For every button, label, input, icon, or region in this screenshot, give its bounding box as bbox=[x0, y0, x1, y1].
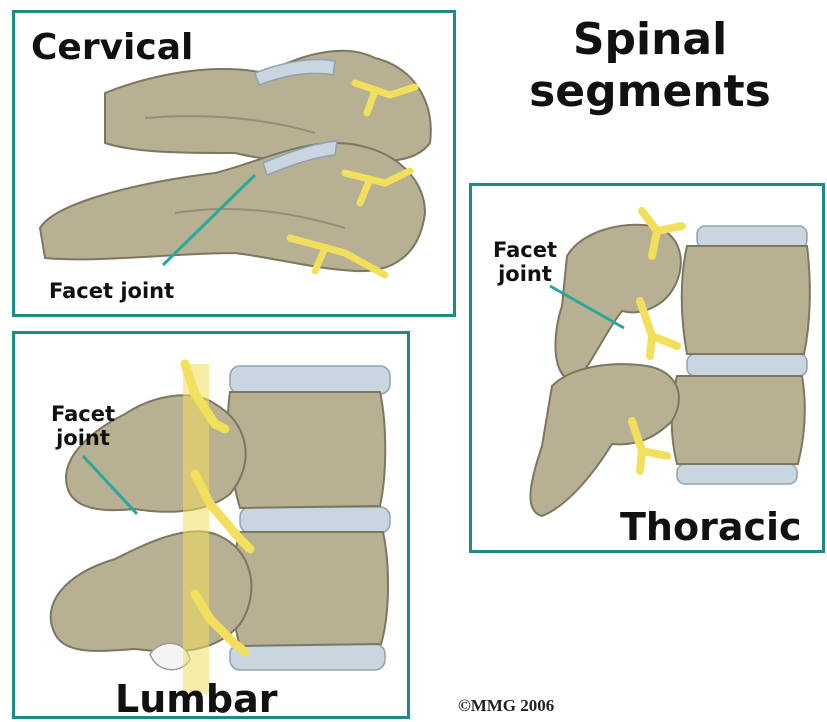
thoracic-vertebral-body-2 bbox=[672, 376, 805, 464]
thoracic-vertebral-body-1 bbox=[682, 246, 810, 354]
cervical-facet-joint-label: Facet joint bbox=[49, 279, 174, 303]
thoracic-disc-3 bbox=[677, 464, 797, 484]
cervical-lower-vertebra bbox=[40, 143, 425, 271]
lumbar-disc-2 bbox=[240, 507, 390, 533]
cervical-panel: Cervical Facet joint bbox=[12, 10, 456, 317]
lumbar-vertebral-body-1 bbox=[228, 392, 385, 508]
thoracic-lower-process bbox=[530, 364, 678, 516]
lumbar-disc-1 bbox=[230, 366, 390, 394]
thoracic-upper-process bbox=[555, 225, 680, 381]
thoracic-facet-joint-label: Facet joint bbox=[482, 238, 568, 286]
thoracic-disc-2 bbox=[687, 354, 807, 376]
lumbar-facet-joint-label: Facet joint bbox=[33, 402, 133, 450]
thoracic-nerve-2 bbox=[640, 301, 677, 356]
thoracic-disc-1 bbox=[697, 226, 807, 248]
lumbar-spinal-cord bbox=[183, 364, 209, 694]
lumbar-vertebrae-illustration bbox=[15, 334, 407, 716]
thoracic-panel: Facet joint Thoracic bbox=[469, 183, 825, 553]
lumbar-panel: Facet joint Lumbar bbox=[12, 331, 410, 719]
copyright-notice: ©MMG 2006 bbox=[458, 696, 554, 716]
lumbar-label: Lumbar bbox=[115, 677, 277, 719]
cervical-label: Cervical bbox=[31, 27, 193, 68]
lumbar-vertebral-body-2 bbox=[233, 532, 389, 646]
page-title: Spinal segments bbox=[520, 14, 780, 118]
lumbar-disc-3 bbox=[230, 644, 385, 670]
thoracic-label: Thoracic bbox=[620, 505, 802, 549]
